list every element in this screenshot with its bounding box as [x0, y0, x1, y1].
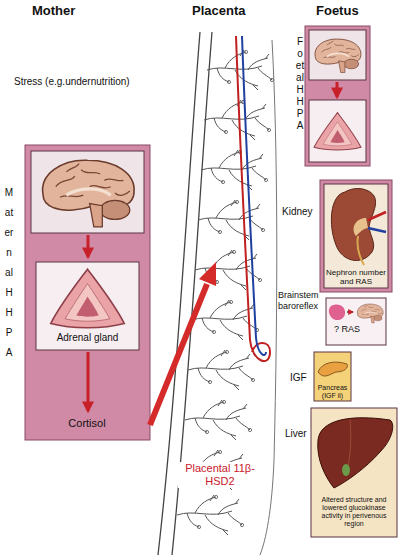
placenta-drawing: [260, 40, 277, 555]
maternal-hhpa-panel: [43, 160, 135, 227]
placenta-drawing: [236, 36, 270, 361]
organ-caption: Altered structure and lowered glucokinas…: [314, 496, 394, 528]
organ-caption: Pancreas (IGF ii): [314, 384, 351, 400]
organ-heading: Kidney: [282, 206, 318, 218]
foetal-hhpa-panel: [336, 82, 339, 97]
organ-caption: ? RAS: [334, 324, 364, 334]
organ-heading: IGF: [290, 372, 313, 384]
foetal-hhpa-panel: [309, 30, 366, 80]
maternal-hhpa-panel: [25, 145, 150, 440]
maternal-hhpa-panel: [25, 145, 150, 440]
maternal-hhpa-panel: [87, 352, 90, 411]
foetal-hhpa-panel: [305, 26, 370, 166]
kidney-panel: [368, 212, 386, 220]
foetal-hhpa-panel: [315, 39, 361, 72]
kidney-panel: [324, 184, 388, 288]
organ-heading: Brainstem baroreflex: [278, 290, 325, 312]
maternal-hhpa-panel: [51, 269, 125, 328]
foetal-hhpa-panel: [314, 113, 361, 150]
pancreas-panel: [318, 362, 347, 376]
hormone-label: Cortisol: [32, 417, 142, 430]
liver-panel: [318, 418, 393, 488]
maternal-hhpa-panel: [36, 262, 139, 350]
liver-box: LiverAltered structure and lowered gluco…: [285, 408, 397, 538]
placenta-drawing: [242, 36, 266, 355]
placenta-drawing: [188, 350, 255, 390]
brainstem-panel: [326, 298, 386, 345]
kidney-panel: [320, 180, 392, 292]
kidney-panel: [354, 218, 368, 236]
brainstem-panel: [329, 304, 345, 320]
kidney-panel: [331, 189, 375, 261]
maternal-hhpa-panel: [31, 151, 144, 233]
organ-heading: Liver: [285, 428, 311, 440]
cortisol-arrow: [150, 262, 216, 425]
brainstem-panel: [357, 304, 383, 323]
placenta-drawing: [201, 150, 268, 190]
pancreas-box: IGFPancreas (IGF ii): [290, 352, 351, 402]
foetal-hhpa-panel: [305, 26, 370, 166]
note-label: Stress (e.g.undernutrition): [14, 76, 164, 88]
liver-panel: [342, 464, 350, 476]
pancreas-panel: [314, 352, 351, 401]
placenta-drawing: [207, 50, 274, 90]
vertical-heading: Foetal HHPA: [295, 36, 305, 132]
column-header: Foetus: [316, 3, 386, 19]
column-header: Placenta: [192, 3, 272, 19]
foetal-hhpa-box: Foetal HHPA: [293, 26, 372, 166]
vertical-heading: Maternal HHPA: [4, 183, 14, 363]
organ-label: Adrenal gland: [35, 332, 140, 344]
placenta-drawing: [185, 400, 252, 440]
column-header: Mother: [32, 3, 102, 19]
cortisol-arrow: [150, 284, 207, 425]
kidney-panel: [357, 236, 364, 265]
brainstem-panel: [347, 311, 353, 313]
brainstem-box: Brainstem baroreflex ? RAS: [278, 290, 388, 347]
kidney-panel: [368, 228, 386, 232]
brainstem-panel: [326, 298, 386, 345]
placenta-drawing: [204, 100, 271, 140]
placenta-drawing: [158, 32, 277, 555]
maternal-hhpa-box: Maternal HHPA Adrenal glandCortisol: [2, 145, 152, 440]
kidney-box: KidneyNephron number and RAS: [282, 180, 394, 292]
enzyme-label: Placental 11β-HSD2: [178, 462, 262, 488]
maternal-hhpa-panel: [87, 235, 90, 257]
foetal-hhpa-panel: [309, 100, 366, 162]
liver-panel: [311, 408, 397, 537]
placenta-drawing: [198, 200, 265, 240]
placenta-drawing: [177, 495, 244, 535]
pancreas-panel: [314, 352, 351, 401]
organ-caption: Nephron number and RAS: [324, 268, 388, 286]
cortisol-arrow: [199, 262, 216, 286]
liver-panel: [311, 408, 397, 537]
kidney-panel: [320, 180, 392, 292]
